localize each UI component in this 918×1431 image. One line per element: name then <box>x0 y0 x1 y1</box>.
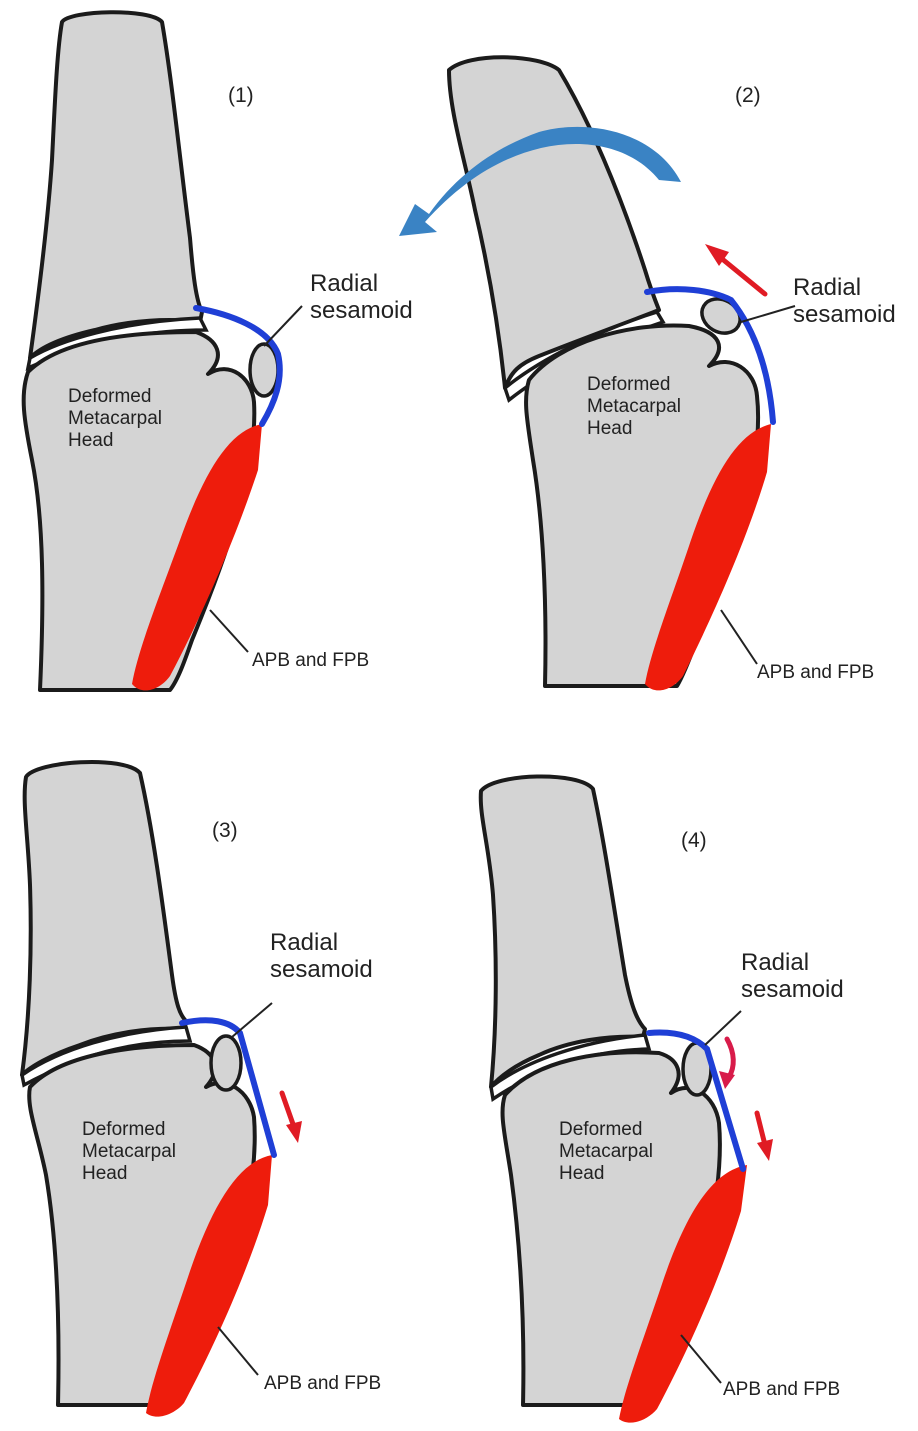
head-label-line-2: Metacarpal <box>559 1141 653 1163</box>
panel-number: (2) <box>735 84 761 108</box>
panel-number: (3) <box>212 819 238 843</box>
sesamoid-label-line-1: Radial <box>270 929 373 956</box>
head-label: Deformed Metacarpal Head <box>587 374 681 440</box>
muscle-leader <box>681 1335 721 1383</box>
sesamoid-label: Radial sesamoid <box>793 274 896 328</box>
sesamoid-label: Radial sesamoid <box>310 270 413 324</box>
head-label: Deformed Metacarpal Head <box>82 1119 176 1185</box>
head-label-line-2: Metacarpal <box>68 408 162 430</box>
head-label-line-3: Head <box>587 418 681 440</box>
muscle-leader <box>721 610 757 664</box>
muscle-leader <box>210 610 248 652</box>
sesamoid-leader <box>741 306 795 322</box>
head-label-line-1: Deformed <box>559 1119 653 1141</box>
muscle-label: APB and FPB <box>264 1373 381 1395</box>
proximal-phalanx <box>30 12 202 358</box>
sesamoid-label: Radial sesamoid <box>270 929 373 983</box>
sesamoid-label-line-1: Radial <box>793 274 896 301</box>
sesamoid-label-line-1: Radial <box>310 270 413 297</box>
head-label: Deformed Metacarpal Head <box>559 1119 653 1185</box>
head-label-line-1: Deformed <box>587 374 681 396</box>
distal-slide-arrow <box>757 1113 765 1145</box>
radial-sesamoid <box>211 1036 241 1090</box>
head-label-line-2: Metacarpal <box>587 396 681 418</box>
muscle-leader <box>218 1327 258 1375</box>
distal-slide-arrow <box>282 1093 294 1127</box>
panel-2: (2) Radial sesamoid Deformed Metacarpal … <box>459 0 918 715</box>
panel-4-drawing <box>459 715 918 1430</box>
panel-number: (4) <box>681 829 707 853</box>
sesamoid-label-line-2: sesamoid <box>793 301 896 328</box>
sesamoid-leader <box>264 306 302 346</box>
distal-slide-arrowhead <box>286 1121 302 1143</box>
head-label-line-3: Head <box>559 1163 653 1185</box>
head-label-line-1: Deformed <box>68 386 162 408</box>
head-label: Deformed Metacarpal Head <box>68 386 162 452</box>
head-label-line-3: Head <box>68 430 162 452</box>
sesamoid-leader <box>232 1003 272 1037</box>
distal-slide-arrowhead <box>757 1139 773 1161</box>
head-label-line-2: Metacarpal <box>82 1141 176 1163</box>
panel-3: (3) Radial sesamoid Deformed Metacarpal … <box>0 715 459 1430</box>
sesamoid-leader <box>705 1011 741 1045</box>
sesamoid-label-line-2: sesamoid <box>270 956 373 983</box>
sesamoid-label-line-1: Radial <box>741 949 844 976</box>
panel-2-drawing <box>459 0 918 715</box>
panel-4: (4) Radial sesamoid Deformed Metacarpal … <box>459 715 918 1430</box>
head-label-line-3: Head <box>82 1163 176 1185</box>
sesamoid-label: Radial sesamoid <box>741 949 844 1003</box>
muscle-label: APB and FPB <box>757 662 874 684</box>
head-label-line-1: Deformed <box>82 1119 176 1141</box>
muscle-label: APB and FPB <box>252 650 369 672</box>
sesamoid-label-line-2: sesamoid <box>741 976 844 1003</box>
muscle-label: APB and FPB <box>723 1379 840 1401</box>
proximal-pull-arrow <box>721 258 765 294</box>
sesamoid-shift-arrow <box>727 1039 733 1077</box>
sesamoid-label-line-2: sesamoid <box>310 297 413 324</box>
panel-1: (1) Radial sesamoid Deformed Metacarpal … <box>0 0 459 715</box>
panel-number: (1) <box>228 84 254 108</box>
